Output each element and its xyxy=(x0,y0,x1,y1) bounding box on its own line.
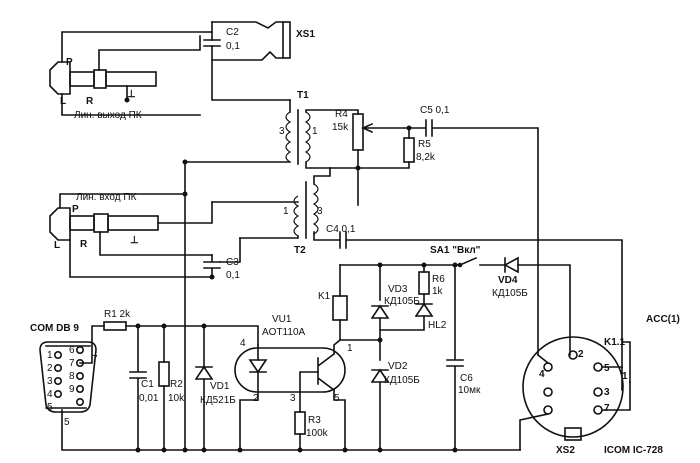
r1-label: R1 2k xyxy=(104,309,131,320)
vd1-label: VD1 xyxy=(210,381,230,392)
k11-label: K1.1 xyxy=(604,337,626,348)
xs1-connector xyxy=(211,21,291,61)
hl2-label: HL2 xyxy=(428,320,447,331)
c1-value: 0,01 xyxy=(139,393,159,404)
c3-label: C3 xyxy=(226,257,239,268)
din-pin-5: 5 xyxy=(604,363,610,374)
db9-wire-5: 5 xyxy=(64,417,70,428)
r3-label: R3 xyxy=(308,415,321,426)
xs2-label: XS2 xyxy=(556,445,575,456)
gnd-top-label: ⊥ xyxy=(127,89,136,100)
r4-label: R4 xyxy=(335,109,348,120)
r-mid-label: R xyxy=(80,239,88,250)
vd2-label: VD2 xyxy=(388,361,408,372)
vd3-label: VD3 xyxy=(388,284,408,295)
db9-pin-8: 8 xyxy=(69,371,75,382)
db9-pin-9: 9 xyxy=(69,384,75,395)
r3-value: 100k xyxy=(306,428,328,439)
r5-value: 8,2k xyxy=(416,152,435,163)
vu1-pin4: 4 xyxy=(240,338,246,349)
acc-label: ACC(1) xyxy=(646,314,680,325)
transformer-t1 xyxy=(285,109,311,165)
r2-label: R2 xyxy=(170,379,183,390)
t1-label: T1 xyxy=(297,90,309,101)
din-pin-4: 4 xyxy=(539,369,545,380)
c3-value: 0,1 xyxy=(226,270,240,281)
vd4-label: VD4 xyxy=(498,275,518,286)
xs1-label: XS1 xyxy=(296,29,315,40)
r4-value: 15k xyxy=(332,122,349,133)
r6-value: 1k xyxy=(432,286,443,297)
t2-label: T2 xyxy=(294,245,306,256)
din-pin-3: 3 xyxy=(604,387,610,398)
r5-label: R5 xyxy=(418,139,431,150)
c2-label: C2 xyxy=(226,27,239,38)
vd1-value: КД521Б xyxy=(200,395,236,406)
p-mid-label: P xyxy=(72,204,79,215)
icom-label: ICOM IC-728 xyxy=(604,445,663,456)
vu1-value: AOT110A xyxy=(262,327,306,338)
line-out-label: Лин. выход ПК xyxy=(74,110,142,121)
relay-k1 xyxy=(332,295,348,321)
vd4-value: КД105Б xyxy=(492,288,528,299)
p-top-label: P xyxy=(66,57,73,68)
com-label: COM DB 9 xyxy=(30,323,79,334)
din-connector-xs2 xyxy=(522,336,624,441)
db9-pin-3: 3 xyxy=(47,376,53,387)
line-out-jack xyxy=(49,61,157,95)
c5-label: C5 0,1 xyxy=(420,105,450,116)
l-top-label: L xyxy=(60,96,67,107)
vd2-value: КД105Б xyxy=(384,375,420,386)
t1-pin3: 3 xyxy=(279,126,285,137)
db9-wire-7: 7 xyxy=(92,354,98,365)
din-pin-1: 1 xyxy=(622,371,628,382)
t1-pin1: 1 xyxy=(312,126,318,137)
vu1-pin2: 2 xyxy=(253,393,259,404)
c4-label: C4 0,1 xyxy=(326,224,356,235)
vu1-pin5: 5 xyxy=(334,393,340,404)
vd3-value: КД105Б xyxy=(384,296,420,307)
k1-label: K1 xyxy=(318,291,331,302)
db9-pin-7: 7 xyxy=(69,358,75,369)
c1-label: C1 xyxy=(141,379,154,390)
db9-pin-2: 2 xyxy=(47,363,53,374)
transformer-t2 xyxy=(293,181,319,239)
db9-connector xyxy=(39,341,97,413)
t2-pin3: 3 xyxy=(317,206,323,217)
db9-pin-5: 5 xyxy=(47,402,53,413)
c6-label: C6 xyxy=(460,373,473,384)
din-pin-7: 7 xyxy=(604,403,610,414)
gnd-mid-label: ⊥ xyxy=(130,235,139,246)
c6-value: 10мк xyxy=(458,385,481,396)
din-pin-2: 2 xyxy=(578,349,584,360)
l-mid-label: L xyxy=(54,240,61,251)
optocoupler-vu1 xyxy=(234,347,346,393)
r-top-label: R xyxy=(86,96,94,107)
db9-pin-1: 1 xyxy=(47,350,53,361)
r2-value: 10k xyxy=(168,393,185,404)
c2-value: 0,1 xyxy=(226,41,240,52)
line-in-jack xyxy=(49,207,159,241)
vu1-pin3: 3 xyxy=(290,393,296,404)
vu1-pin1: 1 xyxy=(347,343,353,354)
db9-pin-4: 4 xyxy=(47,389,53,400)
t2-pin1: 1 xyxy=(283,206,289,217)
vu1-label: VU1 xyxy=(272,314,292,325)
db9-pin-6: 6 xyxy=(69,345,75,356)
line-in-label: Лин. вход ПК xyxy=(76,192,137,203)
r6-label: R6 xyxy=(432,274,445,285)
sa1-label: SA1 "Вкл" xyxy=(430,245,481,256)
